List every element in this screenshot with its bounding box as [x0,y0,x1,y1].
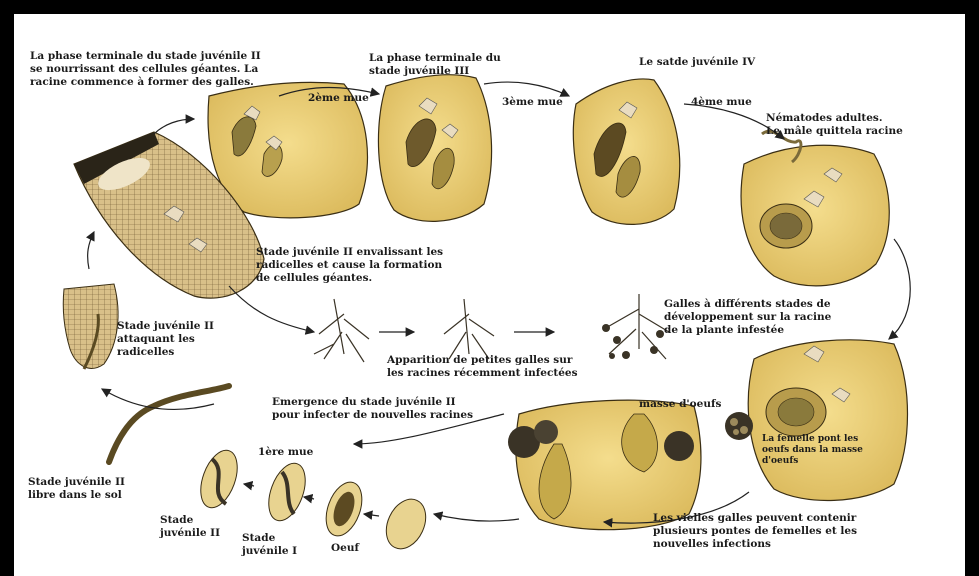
gall-icon [748,340,907,501]
root-system-icon [314,294,669,362]
line: développement sur la racine [664,311,831,324]
line: de cellules géantes. [256,272,443,285]
life-cycle-diagram: La phase terminale du stade juvénile II … [14,14,965,576]
label-old-galls: Les vielles galles peuvent contenir plus… [653,512,857,551]
line: les racines récemment infectées [387,367,578,380]
label-egg-mass: masse d'oeufs [639,398,721,411]
line: Stade juvénile II [28,476,125,489]
line: Nématodes adultes. [766,112,903,125]
line: nouvelles infections [653,538,857,551]
gall-icon [378,75,491,222]
line: juvénile II [160,527,220,540]
label-galls-stages: Galles à différents stades de développem… [664,298,831,337]
line: Stade [242,532,297,545]
label-molt-3: 3ème mue [502,96,563,109]
line: libre dans le sol [28,489,125,502]
line: juvénile I [242,545,297,558]
line: La phase terminale du stade juvénile II [30,50,261,63]
root-tip-small-icon [63,284,118,369]
line: oeufs dans la masse [762,445,863,456]
line: Galles à différents stades de [664,298,831,311]
label-egg: Oeuf [331,542,359,555]
root-galls [602,324,664,359]
free-juvenile-worm-icon [109,386,229,462]
line: Emergence du stade juvénile II [272,396,473,409]
label-emergence: Emergence du stade juvénile II pour infe… [272,396,473,422]
diagram-illustration [14,14,965,576]
line: Le mâle quittela racine [766,125,903,138]
label-stage-juvenile-i: Stade juvénile I [242,532,297,558]
label-molt-2: 2ème mue [308,92,369,105]
label-female-lays: La femelle pont les oeufs dans la masse … [762,434,863,467]
label-molt-4: 4ème mue [691,96,752,109]
line: La femelle pont les [762,434,863,445]
line: plusieurs pontes de femelles et les [653,525,857,538]
line: se nourrissant des cellules géantes. La [30,63,261,76]
line: racine commence à former des galles. [30,76,261,89]
label-stage-juvenile-ii: Stade juvénile II [160,514,220,540]
line: Stade juvénile II envalissant les [256,246,443,259]
line: radicelles [117,346,214,359]
line: de la plante infestée [664,324,831,337]
gall-icon [573,79,679,224]
line: Apparition de petites galles sur [387,354,578,367]
line: Stade [160,514,220,527]
gall-icon [741,131,889,286]
label-adults: Nématodes adultes. Le mâle quittela raci… [766,112,903,138]
label-molt-1: 1ère mue [258,446,313,459]
line: Les vielles galles peuvent contenir [653,512,857,525]
label-juvenile-ii-attacking: Stade juvénile II attaquant les radicell… [117,320,214,359]
gall-icon [516,400,701,530]
line: attaquant les [117,333,214,346]
egg-icon [194,445,434,555]
line: La phase terminale du [369,52,501,65]
label-juvenile-iii: La phase terminale du stade juvénile III [369,52,501,78]
label-juvenile-ii-feeding: La phase terminale du stade juvénile II … [30,50,261,89]
line: radicelles et cause la formation [256,259,443,272]
label-juvenile-iv: Le satde juvénile IV [639,56,755,69]
line: d'oeufs [762,456,863,467]
label-small-galls: Apparition de petites galles sur les rac… [387,354,578,380]
line: Stade juvénile II [117,320,214,333]
label-juvenile-ii-free: Stade juvénile II libre dans le sol [28,476,125,502]
line: pour infecter de nouvelles racines [272,409,473,422]
line: stade juvénile III [369,65,501,78]
egg-mass-icon [725,412,753,440]
label-juvenile-ii-invading: Stade juvénile II envalissant les radice… [256,246,443,285]
